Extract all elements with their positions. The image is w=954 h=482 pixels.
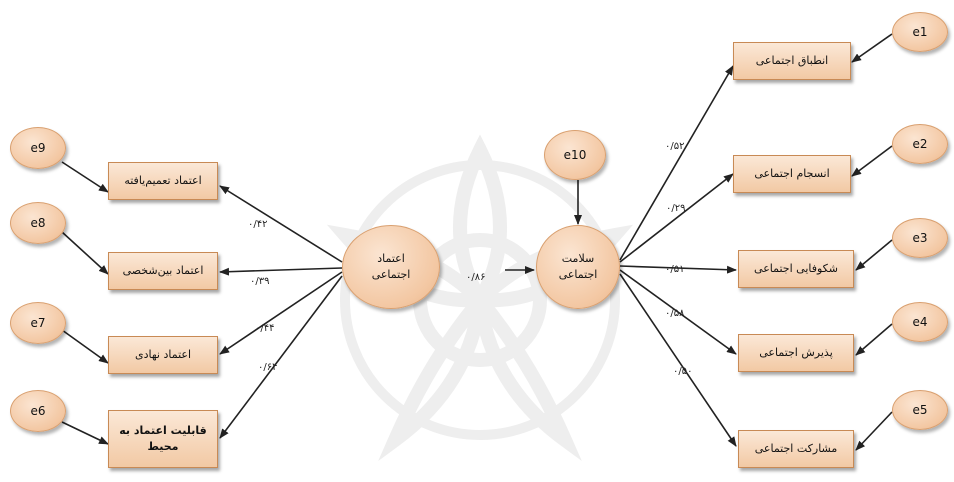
coef-path-trust-health: ۰/۸۶ [466,272,486,283]
latent-social-health: سلامت اجتماعی [536,225,620,309]
coef-interpersonal-trust: ۰/۳۹ [250,276,270,287]
coef-social-adaptation: ۰/۵۲ [665,141,685,152]
coef-environment-trust: ۰/۶۴ [258,362,278,373]
latent-label: سلامت اجتماعی [558,251,598,282]
indicator-label: اعتماد نهادی [134,347,192,361]
indicator-label: مشارکت اجتماعی [754,441,838,455]
indicator-social-flourishing: شکوفایی اجتماعی [738,250,854,288]
coef-generalized-trust: ۰/۴۲ [248,219,268,230]
loading-institutional-trust [219,271,343,355]
loading-environment-trust [219,275,343,439]
indicator-institutional-trust: اعتماد نهادی [108,336,218,374]
indicator-label: انطباق اجتماعی [755,53,829,67]
error-ellipse-e3: e3 [892,218,948,258]
indicator-label: اعتماد بین‌شخصی [122,263,204,277]
latent-social-trust: اعتماد اجتماعی [342,225,440,309]
arrow-e6 [61,421,109,445]
error-ellipse-e8: e8 [10,202,66,244]
indicator-social-cohesion: انسجام اجتماعی [733,155,851,193]
arrow-e4 [855,323,893,356]
error-ellipse-e4: e4 [892,302,948,342]
loading-generalized-trust [219,185,343,263]
loading-social-cohesion [619,173,734,263]
loading-social-flourishing [619,265,737,274]
indicator-label: پذیرش اجتماعی [759,345,833,359]
indicator-generalized-trust: اعتماد تعمیم‌یافته [108,162,218,200]
coef-social-cohesion: ۰/۲۹ [666,203,686,214]
indicator-interpersonal-trust: اعتماد بین‌شخصی [108,252,218,290]
error-ellipse-e6: e6 [10,390,66,432]
loading-social-participation [619,273,737,447]
coef-social-acceptance: ۰/۵۸ [665,308,685,319]
error-label: e6 [30,404,46,418]
arrow-e9 [61,161,109,193]
error-ellipse-e1: e1 [892,12,948,52]
arrow-e1 [851,33,893,63]
coef-institutional-trust: ۰/۴۴ [255,323,275,334]
arrow-e3 [855,239,893,271]
error-label: e2 [912,137,928,151]
indicator-label: شکوفایی اجتماعی [754,261,838,275]
error-label: e10 [563,148,587,162]
error-label: e9 [30,141,46,155]
indicator-label: انسجام اجتماعی [754,166,830,180]
arrow-e5 [855,411,893,451]
arrow-e7 [61,329,109,364]
error-ellipse-e2: e2 [892,124,948,164]
error-ellipse-e5: e5 [892,390,948,430]
error-label: e8 [30,216,46,230]
loading-interpersonal-trust [219,267,343,276]
error-label: e5 [912,403,928,417]
arrow-e8 [61,231,109,275]
error-label: e3 [912,231,928,245]
indicator-social-adaptation: انطباق اجتماعی [733,42,851,80]
loading-social-adaptation [619,65,734,261]
indicator-social-acceptance: پذیرش اجتماعی [738,334,854,372]
coef-social-flourishing: ۰/۵۱ [665,264,685,275]
error-label: e7 [30,316,46,330]
loading-social-acceptance [619,269,737,355]
indicator-social-participation: مشارکت اجتماعی [738,430,854,468]
indicator-environment-trust: قابلیت اعتماد به محیط [108,410,218,468]
indicator-label: اعتماد تعمیم‌یافته [124,173,202,187]
coef-social-participation: ۰/۵۰ [673,366,693,377]
latent-label: اعتماد اجتماعی [371,251,411,282]
arrow-e2 [851,145,893,177]
error-label: e1 [912,25,928,39]
error-ellipse-e9: e9 [10,127,66,169]
error-label: e4 [912,315,928,329]
error-ellipse-e7: e7 [10,302,66,344]
indicator-label: قابلیت اعتماد به محیط [119,423,207,454]
error-ellipse-e10: e10 [544,130,606,180]
